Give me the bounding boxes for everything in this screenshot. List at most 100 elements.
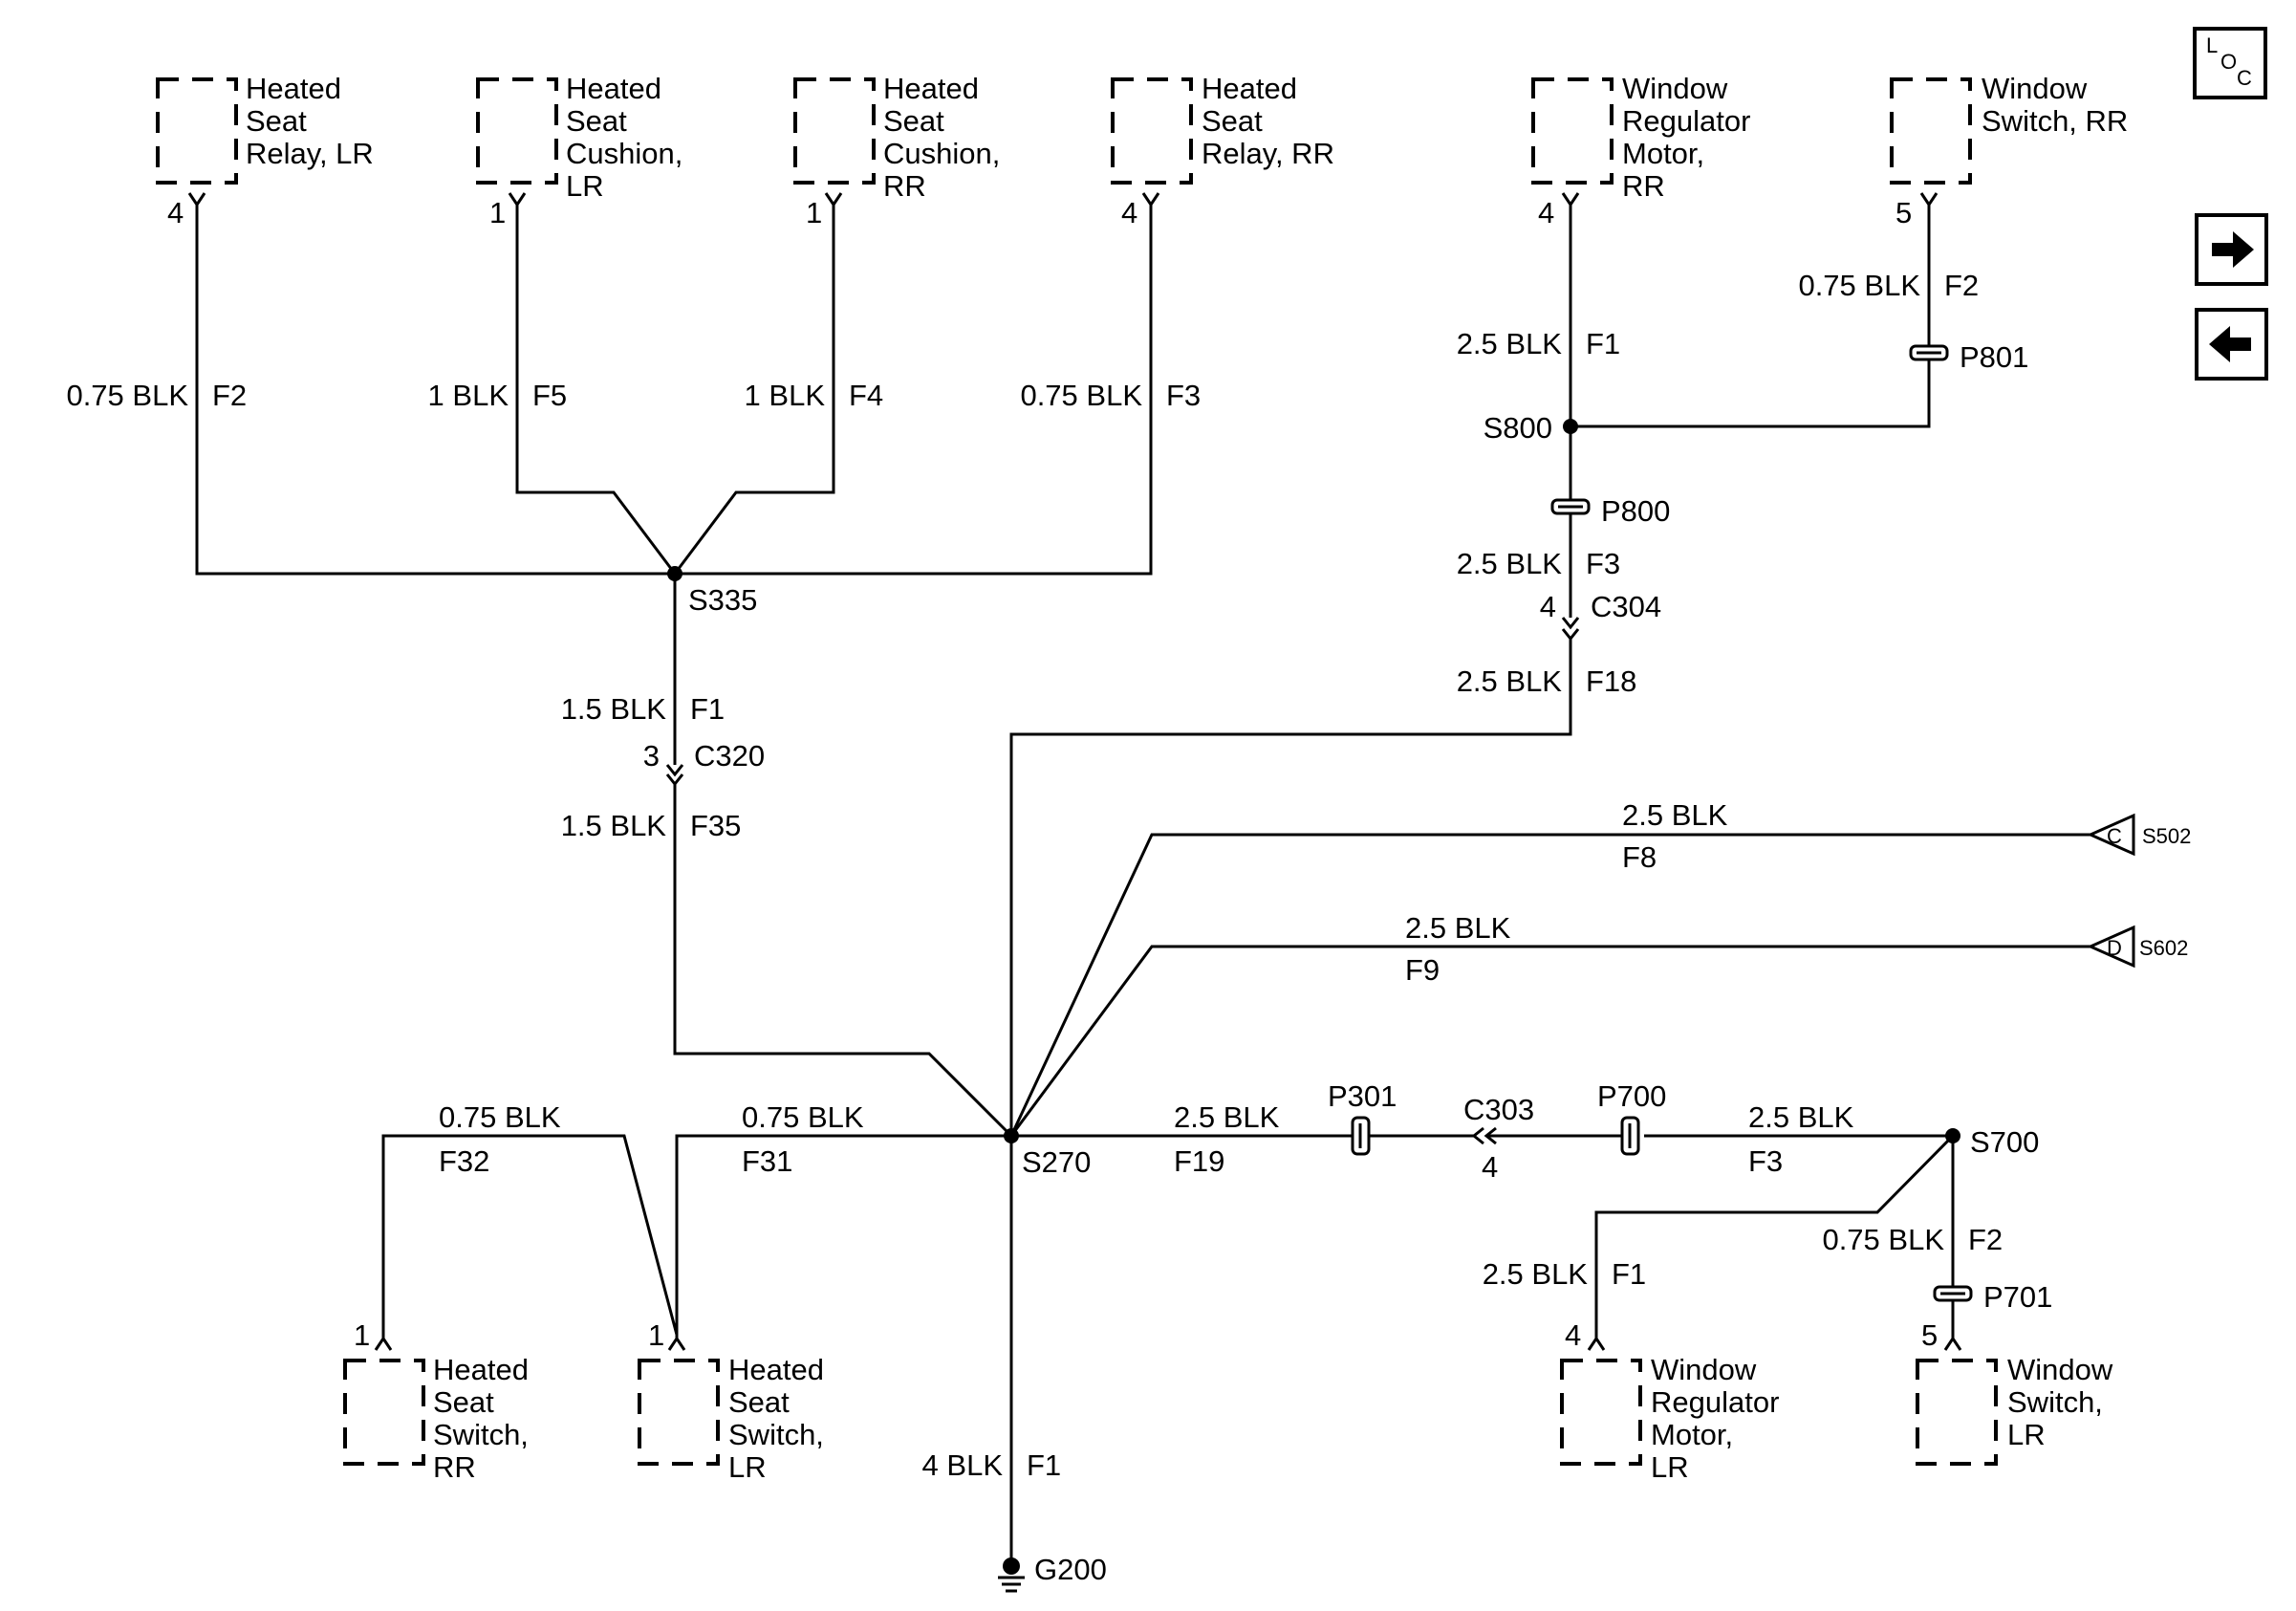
offpage-ref: S602	[2139, 936, 2188, 960]
wire-id: F18	[1586, 664, 1636, 698]
wire-id: F1	[1612, 1257, 1646, 1291]
splice-dot	[1563, 419, 1578, 434]
pin-number: 5	[1895, 196, 1912, 229]
pigtail-p700	[1620, 1116, 1640, 1156]
heated-seat-relay-rr: Heated Seat Relay, RR	[1111, 72, 1334, 185]
connector-c303	[1471, 1126, 1497, 1145]
component-label: Seat	[433, 1385, 494, 1419]
component-label: Heated	[246, 72, 341, 105]
connector-pin: 3	[643, 739, 660, 773]
wire-gauge: 2.5 BLK	[1622, 798, 1728, 832]
component-label: Heated	[566, 72, 661, 105]
wire-id: F3	[1748, 1144, 1783, 1178]
wire-id: F3	[1166, 379, 1201, 412]
wire-gauge: 2.5 BLK	[1174, 1100, 1280, 1134]
component-label: Heated	[728, 1353, 824, 1386]
heated-seat-cushion-lr: Heated Seat Cushion, LR	[476, 72, 682, 203]
splice-dot	[1004, 1128, 1019, 1143]
component-label: RR	[433, 1450, 476, 1484]
arrow-right-icon	[2212, 231, 2254, 268]
pin-number: 1	[806, 196, 822, 229]
loc-icon-letter: C	[2237, 66, 2252, 90]
wire-id: F2	[212, 379, 247, 412]
wire-id: F32	[439, 1144, 489, 1178]
component-label: Switch,	[2007, 1385, 2103, 1419]
pigtail-p800	[1550, 498, 1591, 515]
component-label: Window	[2007, 1353, 2113, 1386]
component-label: RR	[883, 169, 926, 203]
wire-gauge: 1 BLK	[428, 379, 509, 412]
pin-number: 5	[1921, 1318, 1938, 1352]
connector-label: P700	[1597, 1079, 1666, 1113]
component-label: Seat	[1202, 104, 1263, 138]
component-label: Cushion,	[883, 137, 1000, 170]
offpage-letter: D	[2107, 936, 2122, 960]
wire-id: F1	[690, 692, 725, 726]
offpage-s502: C S502	[2087, 813, 2191, 857]
wire-gauge: 2.5 BLK	[1457, 327, 1563, 360]
splice-dot	[667, 566, 682, 581]
component-label: Motor,	[1622, 137, 1704, 170]
wire-gauge: 2.5 BLK	[1748, 1100, 1854, 1134]
component-label: Seat	[566, 104, 627, 138]
pin-number: 4	[1121, 196, 1137, 229]
wire-id: F2	[1968, 1223, 2003, 1256]
component-label: Window	[1651, 1353, 1757, 1386]
pin-number: 1	[489, 196, 506, 229]
connector-pin: 4	[1482, 1150, 1498, 1184]
component-label: Seat	[728, 1385, 790, 1419]
wire-id: F8	[1622, 840, 1657, 874]
connector-label: P801	[1960, 340, 2028, 374]
connector-label: C303	[1463, 1093, 1534, 1126]
wire-id: F5	[532, 379, 567, 412]
window-switch-lr: Window Switch, LR	[1916, 1353, 2113, 1466]
wire-labels: 0.75 BLK F2 1 BLK F5 1 BLK F4 0.75 BLK F…	[66, 269, 2003, 1482]
wire-gauge: 0.75 BLK	[1020, 379, 1142, 412]
component-label: Motor,	[1651, 1418, 1733, 1451]
component-label: Window	[1622, 72, 1728, 105]
ground-label: G200	[1034, 1553, 1107, 1586]
offpage-s602: D S602	[2087, 925, 2188, 969]
connector-c304	[1561, 617, 1580, 642]
wire-id: F3	[1586, 547, 1620, 580]
pin-number: 4	[1565, 1318, 1581, 1352]
wire-id: F9	[1405, 953, 1440, 987]
pigtail-p301	[1351, 1116, 1371, 1156]
component-label: Heated	[1202, 72, 1297, 105]
window-switch-rr: Window Switch, RR	[1890, 72, 2128, 185]
component-label: Regulator	[1622, 104, 1750, 138]
pin-number: 1	[354, 1318, 370, 1352]
pin-number: 4	[167, 196, 184, 229]
wire-id: F19	[1174, 1144, 1224, 1178]
location-button[interactable]: L O C	[2193, 27, 2267, 99]
pin-number: 4	[1538, 196, 1554, 229]
component-label: RR	[1622, 169, 1665, 203]
forward-button[interactable]	[2195, 213, 2268, 286]
offpage-ref: S502	[2142, 824, 2191, 848]
component-label: Switch,	[433, 1418, 529, 1451]
wire-gauge: 0.75 BLK	[66, 379, 188, 412]
loc-icon-letter: L	[2206, 33, 2218, 57]
back-button[interactable]	[2195, 308, 2268, 381]
connector-pin: 4	[1540, 590, 1556, 623]
wire-id: F2	[1944, 269, 1979, 302]
loc-icon-letter: O	[2220, 50, 2237, 74]
heated-seat-cushion-rr: Heated Seat Cushion, RR	[793, 72, 1000, 203]
pigtail-p801	[1909, 344, 1949, 361]
connector-c320	[665, 764, 684, 787]
wire-gauge: 2.5 BLK	[1457, 664, 1563, 698]
offpage-letter: C	[2107, 824, 2122, 848]
wire-gauge: 0.75 BLK	[1822, 1223, 1944, 1256]
component-label: Seat	[883, 104, 944, 138]
component-label: Heated	[883, 72, 979, 105]
component-label: LR	[1651, 1450, 1689, 1484]
connector-label: P301	[1328, 1079, 1397, 1113]
wire-paths	[195, 208, 2090, 1560]
wire-gauge: 4 BLK	[922, 1448, 1004, 1482]
connector-label: P800	[1601, 494, 1670, 528]
component-label: LR	[566, 169, 604, 203]
component-label: Seat	[246, 104, 307, 138]
wire-id: F31	[742, 1144, 792, 1178]
connector-label: C320	[694, 739, 765, 773]
